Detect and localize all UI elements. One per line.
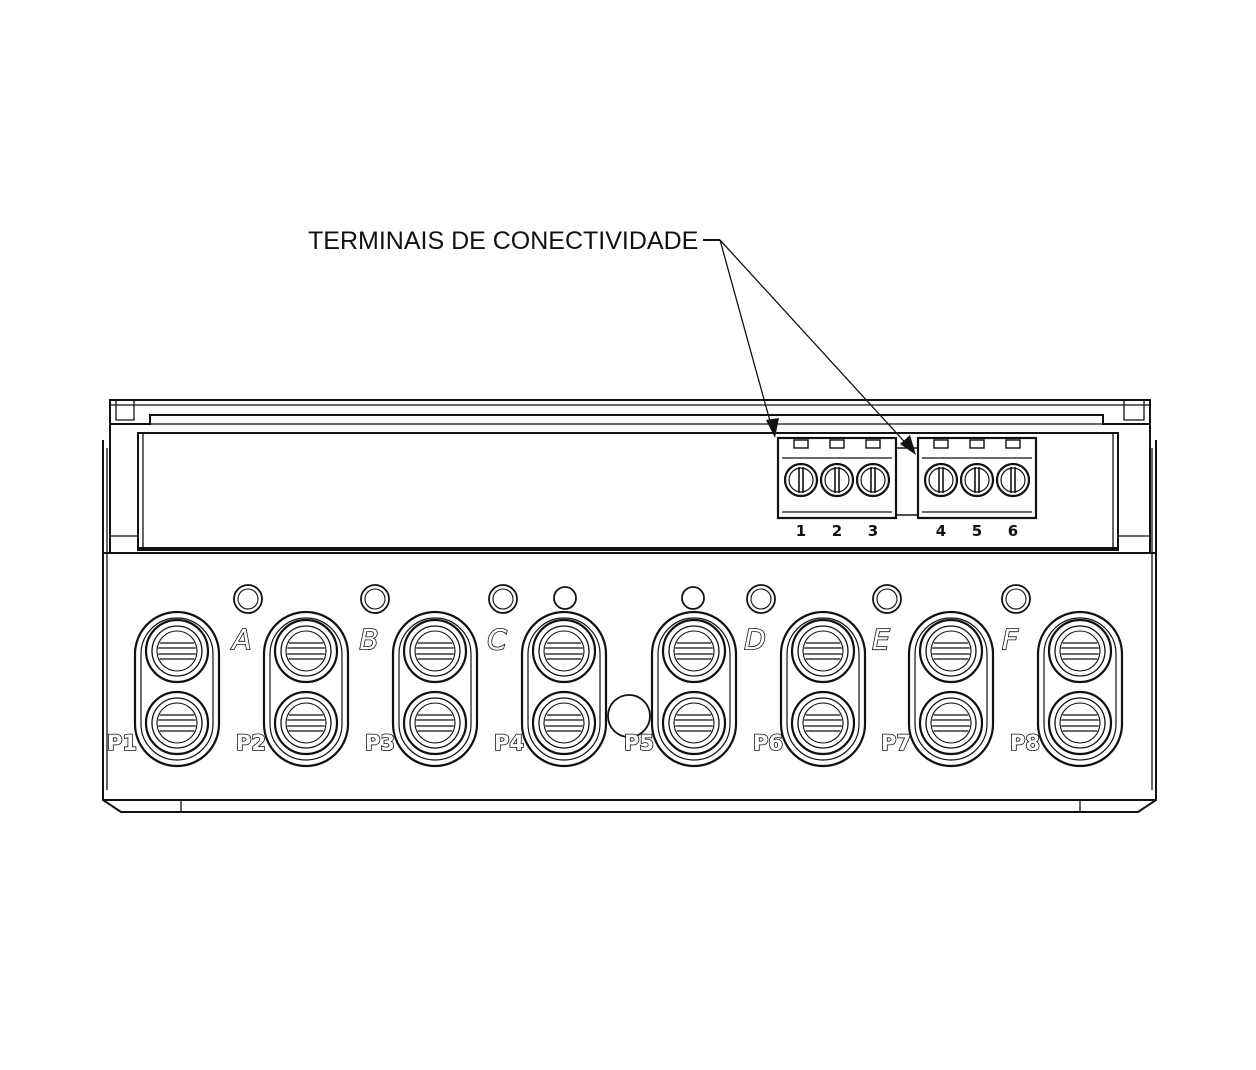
center-hole	[607, 694, 651, 738]
zone-led-c: C	[486, 584, 518, 657]
port-label: P5	[624, 731, 654, 755]
zone-letter: F	[1002, 623, 1019, 656]
housing-top	[109, 399, 1151, 554]
zone-letter: C	[487, 623, 507, 656]
terminal-number: 6	[1008, 522, 1018, 540]
terminal-number: 2	[832, 522, 842, 540]
port-label: P7	[881, 731, 911, 755]
terminal-screw-1	[783, 439, 819, 498]
port-p2: P2	[235, 610, 350, 768]
terminal-number: 1	[796, 522, 806, 540]
zone-letter: A	[230, 623, 251, 656]
zone-leds: A B C D E F	[230, 584, 1031, 738]
zone-letter: D	[744, 623, 766, 656]
zone-led-d: D	[743, 584, 776, 657]
arrow-head-1	[766, 418, 779, 438]
housing-body	[102, 440, 1157, 813]
port-p5: P5	[623, 610, 738, 768]
terminal-number: 3	[868, 522, 878, 540]
callout: TERMINAIS DE CONECTIVIDADE	[308, 227, 916, 455]
port-label: P3	[365, 731, 395, 755]
port-p6: P6	[752, 610, 867, 768]
terminal-number: 4	[936, 522, 946, 540]
zone-letter: E	[872, 623, 890, 656]
port-label: P1	[107, 731, 137, 755]
port-p1: P1	[106, 610, 221, 768]
port-p8: P8	[1009, 610, 1124, 768]
port-p4: P4	[493, 610, 608, 768]
terminal-screw-2	[819, 439, 855, 498]
zone-led-f: F	[1001, 584, 1031, 657]
port-p7: P7	[880, 610, 995, 768]
terminal-block-1	[776, 436, 898, 520]
callout-label: TERMINAIS DE CONECTIVIDADE	[308, 227, 698, 255]
status-led	[681, 586, 705, 610]
port-label: P2	[236, 731, 266, 755]
terminal-screw-3	[855, 439, 891, 498]
port-label: P8	[1010, 731, 1040, 755]
port-p3: P3	[364, 610, 479, 768]
ports: P1 P2 P3 P4 P5 P6 P7 P8	[106, 610, 1124, 768]
zone-led-e: E	[871, 584, 902, 657]
terminal-screw-4	[923, 439, 959, 498]
status-led	[553, 586, 577, 610]
zone-led-a: A	[230, 584, 263, 657]
terminal-screw-5	[959, 439, 995, 498]
zone-led-b: B	[359, 584, 390, 657]
terminal-number: 5	[972, 522, 982, 540]
arrow-head-2	[900, 435, 916, 455]
port-label: P6	[753, 731, 783, 755]
zone-letter: B	[359, 623, 378, 656]
terminal-blocks: 1 2 3 4 5 6	[776, 436, 1038, 540]
port-label: P4	[494, 731, 524, 755]
terminal-screw-6	[995, 439, 1031, 498]
terminal-block-2	[916, 436, 1038, 520]
